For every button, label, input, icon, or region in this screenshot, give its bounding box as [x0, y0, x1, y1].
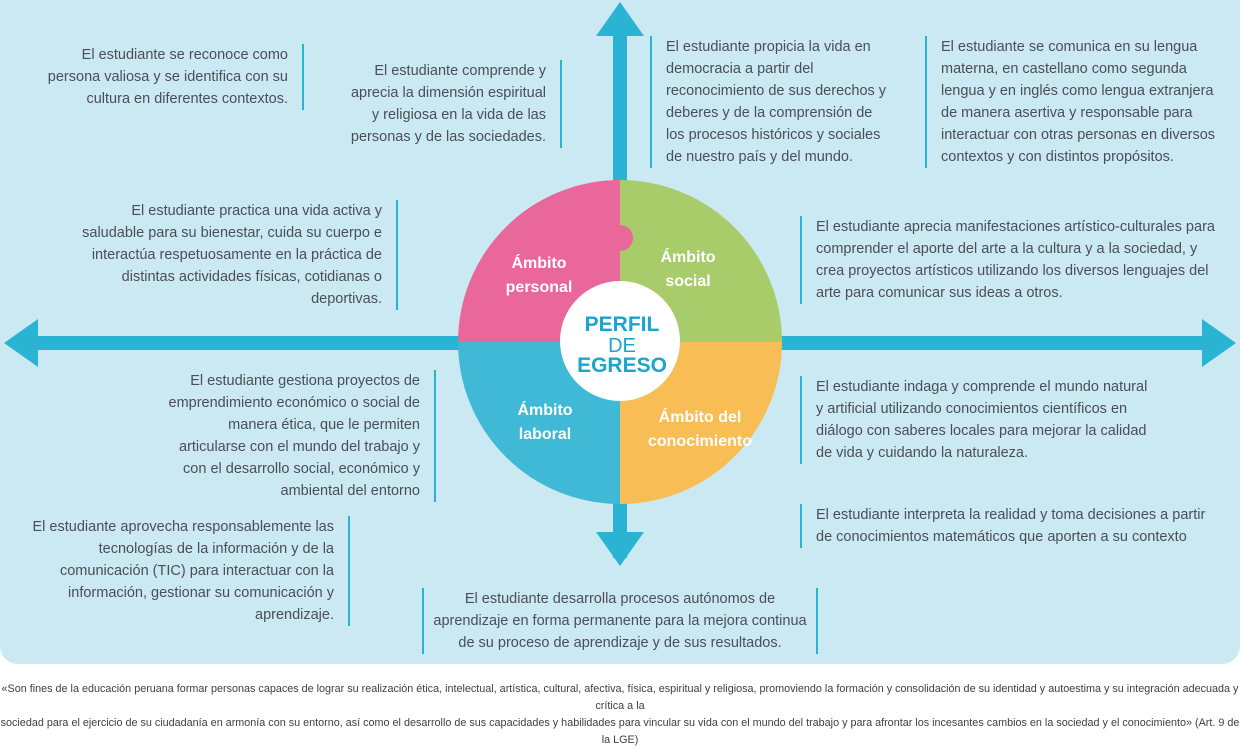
ambito-laboral-line1: Ámbito [517, 400, 572, 419]
puzzle-tab-personal [607, 225, 633, 251]
center-title-line3: EGRESO [577, 354, 667, 377]
footer-quote: «Son fines de la educación peruana forma… [0, 681, 1240, 749]
arrow-up-icon [596, 2, 644, 36]
footer-quote-line2: sociedad para el ejercicio de su ciudada… [0, 717, 1240, 746]
arrow-down-icon [596, 532, 644, 566]
ambito-social-line2: social [665, 273, 710, 290]
competencia-identidad: El estudiante se reconoce como persona v… [44, 44, 304, 110]
puzzle-tab-conocimiento [715, 343, 741, 369]
competencia-matematica: El estudiante interpreta la realidad y t… [800, 504, 1206, 548]
ambito-personal-line1: Ámbito [511, 253, 566, 272]
competencia-vida-saludable: El estudiante practica una vida activa y… [66, 200, 398, 310]
center-title-line1: PERFIL [585, 313, 660, 336]
ambito-conocimiento-line2: conocimiento [648, 433, 752, 450]
arrow-right-icon [1202, 319, 1236, 367]
competencia-tic: El estudiante aprovecha responsablemente… [20, 516, 350, 626]
competencia-arte: El estudiante aprecia manifestaciones ar… [800, 216, 1216, 304]
ambito-personal-line2: personal [506, 279, 573, 296]
puzzle-tab-laboral [500, 343, 526, 369]
ambito-social-line1: Ámbito [660, 247, 715, 266]
competencia-democracia: El estudiante propicia la vida en democr… [650, 36, 894, 168]
competencia-comunicacion: El estudiante se comunica en su lengua m… [925, 36, 1223, 168]
puzzle-tab-laboral-bottom [594, 433, 620, 459]
competencia-espiritual: El estudiante comprende y aprecia la dim… [342, 60, 562, 148]
ambito-conocimiento-line1: Ámbito del [659, 407, 742, 426]
competencia-emprendimiento: El estudiante gestiona proyectos de empr… [160, 370, 436, 502]
arrow-left-icon [4, 319, 38, 367]
center-title-line2: DE [608, 335, 636, 357]
ambito-laboral-line2: laboral [519, 426, 571, 443]
competencia-ciencia: El estudiante indaga y comprende el mund… [800, 376, 1156, 464]
competencia-aprendizaje-autonomo: El estudiante desarrolla procesos autóno… [422, 588, 818, 654]
perfil-egreso-diagram: PERFIL DE EGRESO Ámbito personal Ámbito … [4, 2, 1236, 566]
footer-quote-line1: «Son fines de la educación peruana forma… [1, 683, 1239, 712]
center-circle [560, 281, 680, 401]
